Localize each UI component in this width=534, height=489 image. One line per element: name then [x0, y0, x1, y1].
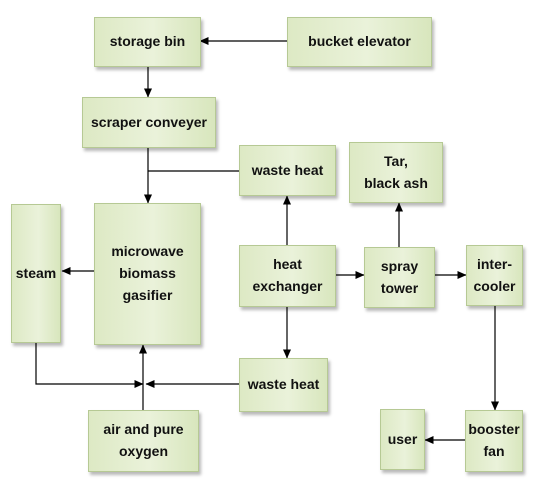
edge-steam-to-gasifier	[35, 343, 144, 388]
bucket-elevator-node: bucket elevator	[287, 17, 432, 67]
waste-heat-top-node: waste heat	[239, 145, 336, 196]
gasifier-node: microwave biomass gasifier	[94, 203, 201, 345]
heat-exchanger-node: heat exchanger	[239, 245, 336, 307]
tar-black-ash-node: Tar, black ash	[349, 142, 443, 203]
scraper-conveyer-node: scraper conveyer	[82, 97, 216, 148]
booster-fan-node: booster fan	[465, 410, 523, 472]
user-node: user	[380, 409, 425, 470]
air-oxygen-node: air and pure oxygen	[88, 410, 199, 472]
intercooler-node: inter- cooler	[466, 245, 523, 306]
steam-node: steam	[11, 204, 61, 343]
storage-bin-node: storage bin	[94, 17, 201, 67]
spray-tower-node: spray tower	[364, 247, 435, 308]
waste-heat-bottom-node: waste heat	[239, 358, 328, 412]
